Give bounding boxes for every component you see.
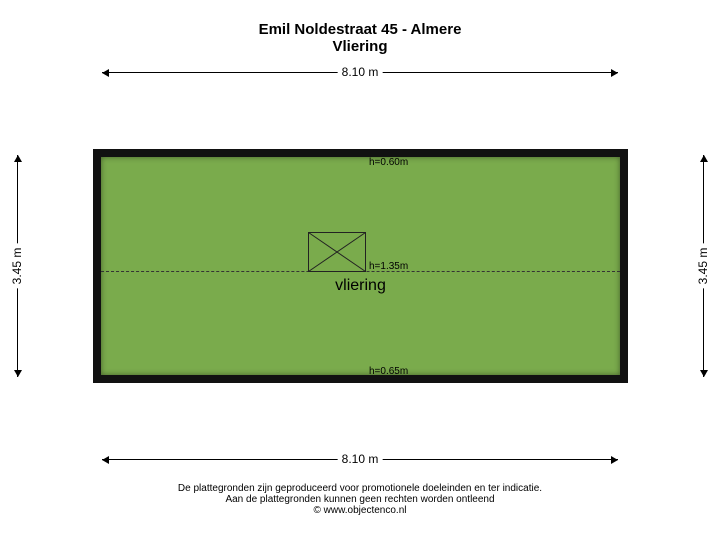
height-top-label: h=0.60m (369, 157, 409, 168)
arrow-left-icon (102, 456, 109, 464)
left-depth-label: 3.45 m (10, 243, 24, 289)
top-width-label: 8.10 m (337, 64, 383, 80)
room-vliering: h=0.60m h=1.35m h=0.65m vliering (93, 149, 628, 383)
bottom-width-label: 8.10 m (337, 451, 383, 467)
left-depth-dimension: 3.45 m (10, 155, 24, 377)
right-depth-dimension: 3.45 m (696, 155, 710, 377)
page-title: Emil Noldestraat 45 - Almere (258, 21, 462, 38)
top-width-dimension: 8.10 m (102, 64, 618, 80)
height-bottom-label: h=0.65m (369, 366, 409, 377)
disclaimer-line-1: De plattegronden zijn geproduceerd voor … (177, 483, 543, 494)
right-depth-label: 3.45 m (696, 243, 710, 289)
room-name-label: vliering (335, 277, 386, 294)
height-ridge-label: h=1.35m (369, 261, 409, 272)
arrow-down-icon (14, 370, 22, 377)
arrow-up-icon (14, 155, 22, 162)
bottom-width-dimension: 8.10 m (102, 451, 618, 467)
roof-hatch-icon (308, 232, 366, 272)
arrow-right-icon (611, 456, 618, 464)
disclaimer-line-2: Aan de plattegronden kunnen geen rechten… (225, 494, 495, 505)
floor-title: Vliering (332, 38, 388, 55)
arrow-left-icon (102, 69, 109, 77)
arrow-up-icon (700, 155, 708, 162)
arrow-right-icon (611, 69, 618, 77)
arrow-down-icon (700, 370, 708, 377)
copyright-link[interactable]: © www.objectenco.nl (313, 505, 407, 516)
